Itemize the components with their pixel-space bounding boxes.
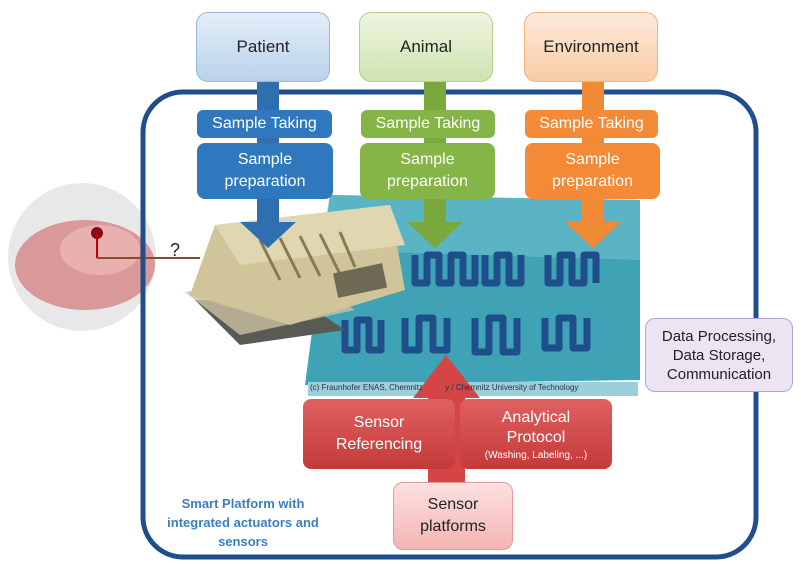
sample-taking-label: Sample Taking <box>539 115 644 132</box>
analytical-protocol-box: Analytical Protocol (Washing, Labeling, … <box>460 399 612 469</box>
sample-taking-patient: Sample Taking <box>197 110 332 138</box>
sample-preparation-label: Sample preparation <box>224 151 306 190</box>
sensor-platforms-label: Sensor platforms <box>420 496 486 535</box>
sample-preparation-patient: Sample preparation <box>197 143 333 199</box>
data-processing-box: Data Processing, Data Storage, Communica… <box>645 318 793 392</box>
source-box-animal: Animal <box>359 12 493 82</box>
sensor-referencing-label: Sensor Referencing <box>335 414 423 453</box>
source-label-animal: Animal <box>400 37 452 56</box>
sample-taking-environment: Sample Taking <box>525 110 658 138</box>
sample-preparation-environment: Sample preparation <box>525 143 660 199</box>
sample-preparation-label: Sample preparation <box>552 151 633 190</box>
analytical-protocol-sub: (Washing, Labeling, ...) <box>484 449 588 461</box>
data-processing-label: Data Processing, Data Storage, Communica… <box>661 327 777 383</box>
sample-preparation-label: Sample preparation <box>387 151 468 190</box>
layered-chip-image <box>185 205 405 345</box>
question-mark: ? <box>170 240 181 260</box>
source-box-environment: Environment <box>524 12 658 82</box>
platform-caption: Smart Platform with integrated actuators… <box>167 496 319 549</box>
image-credit: (c) Fraunhofer ENAS, Chemnitz y / Chemni… <box>310 383 579 392</box>
analytical-protocol-label: Analytical Protocol <box>501 408 571 446</box>
sample-taking-animal: Sample Taking <box>361 110 495 138</box>
sample-taking-label: Sample Taking <box>375 115 481 132</box>
source-label-environment: Environment <box>543 37 639 56</box>
sensor-platforms-box: Sensor platforms <box>393 482 513 550</box>
sample-taking-label: Sample Taking <box>212 115 317 132</box>
sample-preparation-animal: Sample preparation <box>360 143 495 199</box>
source-label-patient: Patient <box>236 37 290 56</box>
source-box-patient: Patient <box>196 12 330 82</box>
sensor-referencing-box: Sensor Referencing <box>303 399 455 469</box>
finger-image <box>8 183 156 331</box>
